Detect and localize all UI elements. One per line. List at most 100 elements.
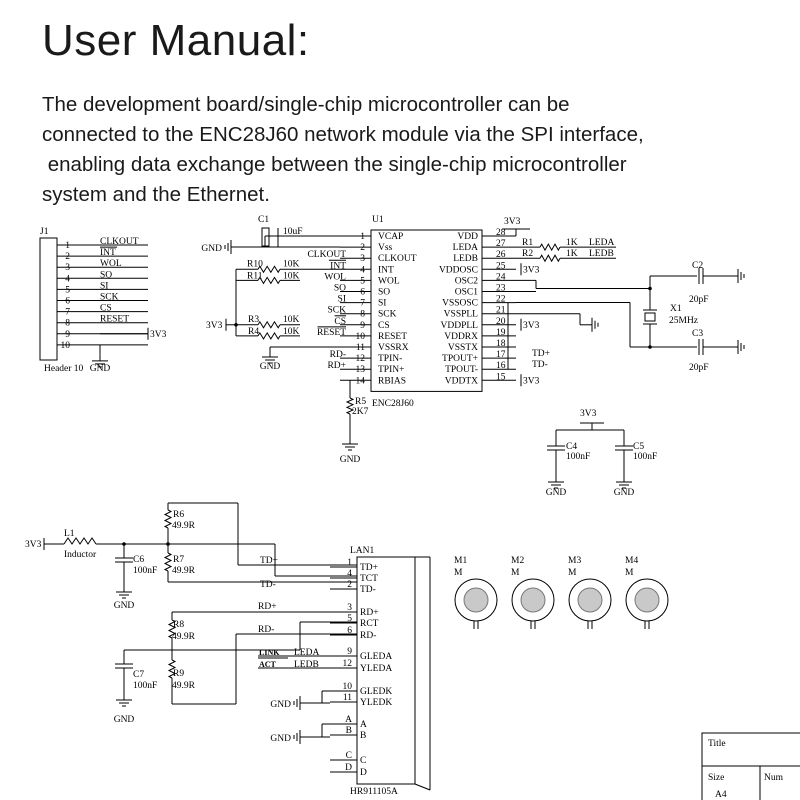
magjack-pin-number: 1	[347, 558, 352, 568]
resistor	[257, 331, 281, 340]
l1-ref: L1	[64, 529, 75, 539]
ground-label: GND	[201, 244, 222, 254]
header-name: Header 10	[44, 364, 84, 374]
net-label-ledb: LEDB	[294, 660, 319, 670]
chip-pin-name: RESET	[378, 332, 407, 342]
chip-pin-name: TPOUT-	[445, 365, 478, 375]
chip-pin-number: 8	[360, 310, 365, 320]
magjack-pin-name: RD+	[360, 608, 379, 618]
r7-ref: R7	[173, 555, 184, 565]
magjack-pin-name: TD+	[360, 563, 378, 573]
net-label-tdm: TD-	[260, 580, 276, 590]
chip-pin-number: 15	[496, 372, 506, 382]
r4-value: 10K	[283, 327, 300, 337]
mount-ref: M3	[568, 556, 581, 566]
chip-pin-number: 4	[360, 265, 365, 275]
resistor	[257, 265, 281, 274]
chip-pin-name: OSC1	[455, 288, 478, 298]
magjack-ref: LAN1	[350, 546, 375, 556]
chip-pin-number: 13	[356, 365, 366, 375]
r10-value: 10K	[283, 259, 300, 269]
r5-ref: R5	[355, 397, 366, 407]
magjack-pin-name: TD-	[360, 585, 376, 595]
c1-value: 10uF	[283, 227, 303, 237]
r1-ref: R1	[522, 238, 533, 248]
chip-net-label: RD-	[330, 350, 346, 360]
mount-ref: M2	[511, 556, 524, 566]
magjack-pin-name: A	[360, 720, 367, 730]
ground-label: GND	[114, 601, 135, 611]
chip-pin-name: VSSOSC	[442, 299, 478, 309]
header-signal-label: SI	[100, 281, 108, 291]
chip-pin-number: 9	[360, 321, 365, 331]
description-line: connected to the ENC28J60 network module…	[42, 123, 644, 146]
chip-pin-name: TPIN-	[378, 354, 402, 364]
header-signal-label: CS	[100, 304, 112, 314]
magjack-pin-number: 9	[347, 647, 352, 657]
mount-ref: M1	[454, 556, 467, 566]
resistor	[345, 397, 355, 415]
chip-pin-name: RBIAS	[378, 376, 406, 386]
net-label-leda: LEDA	[294, 648, 319, 658]
chip-pin-name: VDDRX	[444, 332, 478, 342]
chip-pin-number: 5	[360, 276, 365, 286]
chip-pin-name: VCAP	[378, 232, 403, 242]
titleblock-num: Num	[764, 773, 784, 783]
magjack-pin-number: D	[345, 763, 352, 773]
chip-net-label: RD+	[327, 361, 346, 371]
junction-dot	[122, 542, 126, 546]
magjack-pin-number: B	[346, 726, 352, 736]
titleblock-size: Size	[708, 773, 724, 783]
power-label: 3V3	[150, 330, 167, 340]
description-line: The development board/single-chip microc…	[42, 93, 570, 116]
act-label: ACT	[259, 660, 277, 669]
resistor	[539, 243, 561, 252]
chip-pin-number: 28	[496, 228, 506, 238]
mount-value: M	[625, 568, 634, 578]
chip-net-label: RESET	[317, 328, 346, 338]
chip-pin-name: CS	[378, 321, 390, 331]
chip-name: ENC28J60	[372, 399, 414, 409]
r11-value: 10K	[283, 271, 300, 281]
chip-pin-number: 1	[360, 232, 365, 242]
page-title: User Manual:	[42, 16, 310, 65]
c2-ref: C2	[692, 261, 703, 271]
magjack-pin-number: 4	[347, 569, 352, 579]
resistor	[167, 619, 177, 639]
chip-pin-number: 19	[496, 328, 506, 338]
magjack-pin-name: RD-	[360, 631, 376, 641]
power-label: 3V3	[504, 217, 521, 227]
magjack-pin-number: 6	[347, 626, 352, 636]
chip-pin-name: TPIN+	[378, 365, 404, 375]
chip-pin-number: 26	[496, 250, 506, 260]
header-connector	[39, 237, 58, 361]
junction-dot	[648, 345, 652, 349]
chip-ref: U1	[372, 215, 384, 225]
magjack-pin-name: YLEDK	[360, 698, 392, 708]
mount-ref: M4	[625, 556, 638, 566]
chip-pin-number: 21	[496, 306, 506, 316]
c3-value: 20pF	[689, 363, 709, 373]
r2-net: LEDB	[589, 249, 614, 259]
chip-pin-name: WOL	[378, 276, 400, 286]
r6-ref: R6	[173, 510, 184, 520]
chip-pin-number: 18	[496, 339, 506, 349]
header-pin-number: 2	[65, 252, 70, 262]
chip-net-label: INT	[330, 261, 346, 271]
mount-hole	[568, 578, 612, 622]
description-line: system and the Ethernet.	[42, 183, 270, 206]
chip-net-label: CS	[334, 317, 346, 327]
titleblock-size-value: A4	[715, 790, 727, 800]
header-pin-number: 10	[61, 341, 71, 351]
mount-value: M	[511, 568, 520, 578]
power-label: 3V3	[25, 540, 42, 550]
chip-pin-number: 17	[496, 350, 506, 360]
mount-hole	[454, 578, 498, 622]
mount-value: M	[454, 568, 463, 578]
magjack-pin-number: 3	[347, 603, 352, 613]
r8-ref: R8	[173, 620, 184, 630]
r6-value: 49.9R	[172, 521, 196, 531]
r2-ref: R2	[522, 249, 533, 259]
magjack-pin-name: TCT	[360, 574, 378, 584]
net-label-rdm: RD-	[258, 625, 274, 635]
